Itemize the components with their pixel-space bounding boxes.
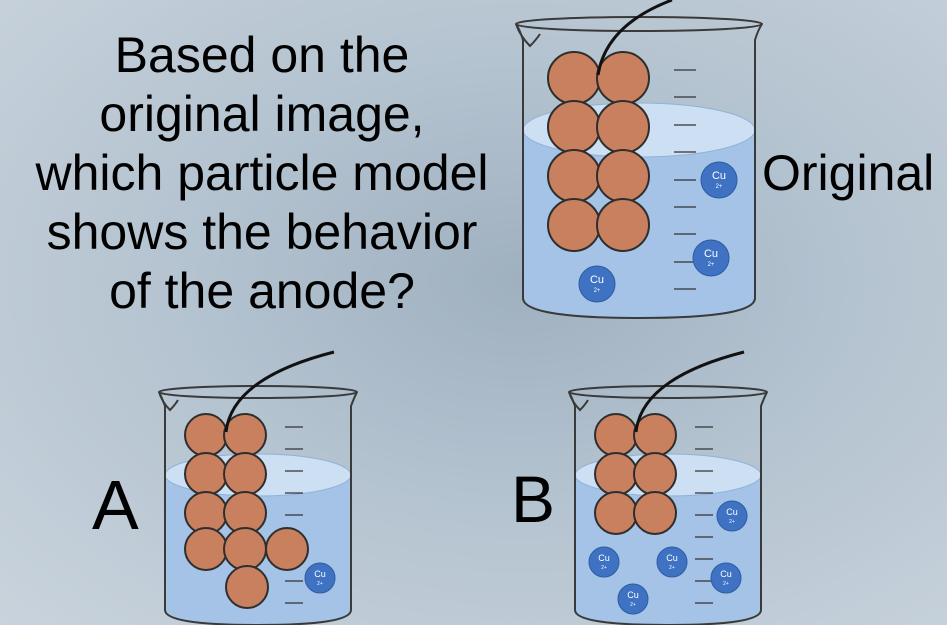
- copper-anode: [184, 413, 309, 609]
- wire: [634, 350, 745, 433]
- copper-atom: [184, 413, 228, 457]
- label-option-b: B: [511, 462, 556, 536]
- copper-atom: [633, 491, 677, 535]
- cu-ion: Cu 2+: [710, 562, 742, 594]
- cu-ion: Cu 2+: [588, 546, 620, 578]
- graduation-marks: [695, 426, 713, 604]
- wire: [224, 350, 335, 433]
- copper-anode: [594, 413, 677, 535]
- cu-ion: Cu 2+: [692, 239, 730, 277]
- cu-ion: Cu 2+: [617, 583, 649, 615]
- beaker-option-b: Cu 2+ Cu 2+ Cu 2+ Cu 2+ Cu 2+: [568, 350, 768, 625]
- copper-atom: [594, 491, 638, 535]
- question-text: Based on the original image, which parti…: [12, 26, 512, 321]
- cu-ion: Cu 2+: [304, 562, 336, 594]
- beaker-spout: [568, 391, 589, 412]
- copper-atom: [184, 527, 228, 571]
- svg-text:2+: 2+: [317, 581, 323, 587]
- copper-atom: [596, 51, 650, 105]
- beaker-original: Cu 2+ Cu 2+ Cu 2+: [515, 0, 763, 320]
- cu-ion: Cu 2+: [656, 546, 688, 578]
- copper-atom: [223, 452, 267, 496]
- beaker-spout: [158, 391, 179, 412]
- cu-ion: Cu 2+: [700, 161, 738, 199]
- copper-atom: [547, 51, 601, 105]
- svg-text:Cu: Cu: [314, 569, 326, 579]
- svg-text:2+: 2+: [716, 184, 723, 190]
- beaker-rim: [515, 16, 763, 32]
- svg-text:Cu: Cu: [598, 553, 610, 563]
- svg-text:Cu: Cu: [590, 274, 604, 286]
- copper-atom: [547, 100, 601, 154]
- copper-atom: [596, 198, 650, 252]
- svg-text:2+: 2+: [669, 565, 675, 571]
- question-line-2: original image,: [99, 86, 425, 142]
- copper-anode: [547, 51, 650, 252]
- copper-atom: [594, 452, 638, 496]
- svg-text:2+: 2+: [708, 262, 715, 268]
- question-line-3: which particle model: [35, 145, 489, 201]
- svg-text:Cu: Cu: [666, 553, 678, 563]
- copper-atom: [223, 413, 267, 457]
- svg-text:Cu: Cu: [726, 507, 738, 517]
- svg-text:2+: 2+: [601, 565, 607, 571]
- beaker-spout: [515, 23, 541, 48]
- copper-atom: [184, 452, 228, 496]
- question-line-1: Based on the: [114, 27, 410, 83]
- beaker-rim: [568, 385, 768, 399]
- question-line-5: of the anode?: [109, 263, 415, 319]
- graduation-marks: [674, 69, 696, 290]
- wire: [596, 0, 673, 76]
- svg-text:Cu: Cu: [712, 170, 726, 182]
- cu-ion: Cu 2+: [578, 265, 616, 303]
- copper-atom: [633, 413, 677, 457]
- svg-text:2+: 2+: [630, 602, 636, 608]
- copper-atom: [225, 565, 269, 609]
- copper-atom: [594, 413, 638, 457]
- copper-atom: [633, 452, 677, 496]
- beaker-rim: [158, 385, 358, 399]
- svg-text:2+: 2+: [723, 581, 729, 587]
- copper-atom: [265, 527, 309, 571]
- label-option-a: A: [92, 466, 139, 544]
- svg-text:2+: 2+: [729, 519, 735, 525]
- cu-ion: Cu 2+: [716, 500, 748, 532]
- beaker-option-a: Cu 2+: [158, 350, 358, 625]
- copper-atom: [547, 149, 601, 203]
- question-line-4: shows the behavior: [46, 204, 478, 260]
- copper-atom: [223, 527, 267, 571]
- label-original: Original: [762, 145, 935, 201]
- svg-text:Cu: Cu: [704, 248, 718, 260]
- copper-atom: [547, 198, 601, 252]
- copper-atom: [596, 100, 650, 154]
- copper-atom: [596, 149, 650, 203]
- svg-text:Cu: Cu: [627, 590, 639, 600]
- svg-text:2+: 2+: [594, 288, 601, 294]
- svg-text:Cu: Cu: [720, 569, 732, 579]
